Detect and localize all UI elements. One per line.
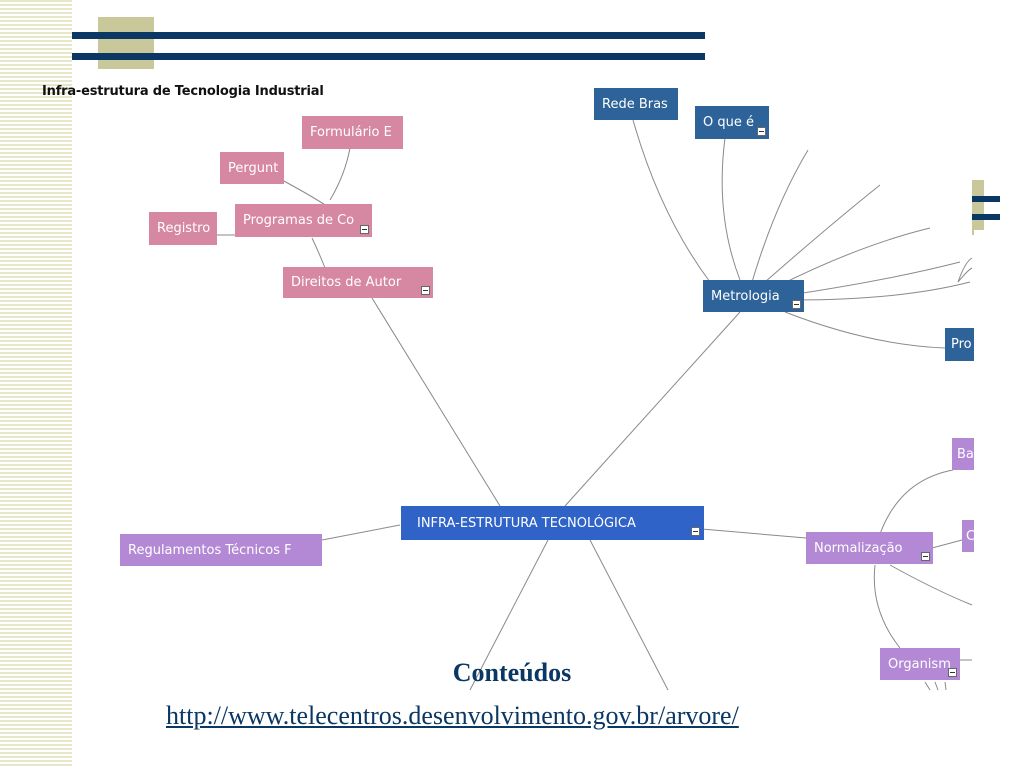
node-organism[interactable]: Organism: [880, 648, 960, 680]
edge-direitos-root: [371, 297, 501, 507]
node-metrologia[interactable]: Metrologia: [703, 280, 804, 312]
node-formulario-label: Formulário E: [310, 125, 392, 140]
edge-metrologia-oque: [721, 137, 741, 281]
edge-programas-formulario: [329, 147, 351, 201]
decorative-square: [98, 17, 154, 69]
crop-mask: [974, 230, 1024, 700]
collapse-icon[interactable]: [757, 127, 766, 136]
node-direitos-label: Direitos de Autor: [291, 275, 402, 290]
node-oque-label: O que é: [703, 115, 754, 130]
node-pergunt-label: Pergunt: [228, 160, 279, 176]
decorative-stripes: [0, 0, 72, 768]
edge-metrologia-root: [564, 311, 741, 507]
header-bar-right-top: [972, 196, 1000, 202]
header-bar-top: [72, 32, 705, 39]
node-ba-label: Ba: [957, 446, 974, 462]
node-c-label: C: [966, 528, 974, 544]
edge-metrologia-rede: [632, 119, 711, 283]
node-regulamentos[interactable]: Regulamentos Técnicos F: [120, 534, 322, 566]
node-rede[interactable]: Rede Bras: [594, 88, 678, 120]
source-link[interactable]: http://www.telecentros.desenvolvimento.g…: [166, 701, 739, 730]
node-rede-label: Rede Bras: [602, 96, 668, 112]
collapse-icon[interactable]: [948, 668, 957, 677]
node-organism-label: Organism: [888, 656, 951, 672]
collapse-icon[interactable]: [421, 286, 430, 295]
node-pergunt[interactable]: Pergunt: [220, 152, 284, 184]
node-oque[interactable]: O que é: [695, 106, 769, 139]
node-direitos[interactable]: Direitos de Autor: [283, 267, 433, 298]
node-root-label: INFRA-ESTRUTURA TECNOLÓGICA: [417, 515, 636, 531]
node-root[interactable]: INFRA-ESTRUTURA TECNOLÓGICA: [401, 506, 704, 540]
node-programas-label: Programas de Co: [243, 213, 355, 228]
header-bar-right-bottom: [972, 214, 1000, 220]
edge-root-regulamentos: [321, 524, 401, 541]
node-normalizacao-label: Normalização: [814, 540, 903, 556]
collapse-icon[interactable]: [792, 300, 801, 309]
node-c[interactable]: C: [962, 520, 974, 552]
edge-normalizacao-ba: [879, 469, 954, 535]
edge-programas-direitos: [311, 237, 326, 269]
node-pro-label: Pro: [951, 337, 972, 352]
collapse-icon[interactable]: [360, 225, 369, 234]
collapse-icon[interactable]: [921, 552, 930, 561]
edge-metrologia-pro: [784, 311, 946, 349]
node-programas[interactable]: Programas de Co: [235, 204, 372, 237]
node-normalizacao[interactable]: Normalização: [806, 532, 933, 564]
node-pro[interactable]: Pro: [945, 328, 974, 361]
edge-normalizacao-organism: [873, 564, 901, 649]
caption: Conteúdos: [452, 658, 572, 687]
collapse-icon[interactable]: [691, 527, 700, 536]
header-bar-bottom: [72, 53, 705, 60]
node-regulamentos-label: Regulamentos Técnicos F: [128, 542, 292, 558]
decorative-square-right: [972, 180, 984, 235]
edge-root-normalizacao: [689, 527, 807, 539]
tree-title: Infra-estrutura de Tecnologia Industrial: [42, 84, 324, 99]
node-formulario[interactable]: Formulário E: [302, 116, 403, 149]
node-ba[interactable]: Ba: [952, 438, 974, 470]
node-metrologia-label: Metrologia: [711, 288, 780, 304]
edge-normalizacao-c: [931, 539, 963, 549]
node-registro-label: Registro: [157, 221, 211, 236]
node-registro[interactable]: Registro: [149, 212, 217, 245]
